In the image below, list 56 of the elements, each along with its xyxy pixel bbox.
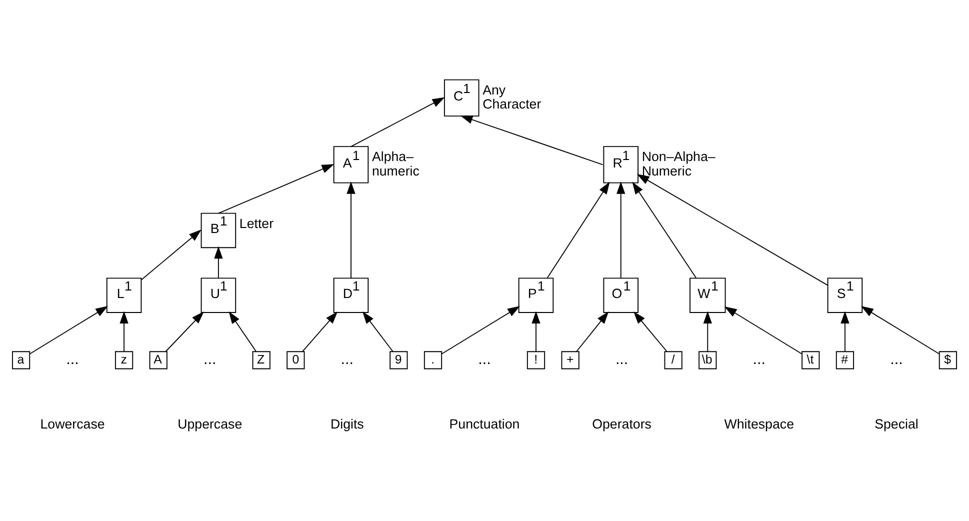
- label: Lowercase: [40, 416, 105, 432]
- arrow: [346, 181, 356, 278]
- label: ...: [340, 350, 354, 368]
- node-box: #: [836, 350, 854, 369]
- node-box: \b: [698, 350, 717, 369]
- node-box: A: [149, 350, 168, 369]
- node-box: z: [114, 350, 134, 369]
- label: ...: [752, 350, 766, 368]
- arrow: [441, 306, 520, 354]
- arrow: [29, 306, 108, 354]
- label: Punctuation: [449, 416, 520, 432]
- node-box: \t: [802, 350, 820, 369]
- arrow: [576, 310, 609, 352]
- node-box: 9: [390, 350, 408, 369]
- node-box: /: [664, 350, 682, 369]
- arrow: [214, 246, 223, 278]
- arrow: [724, 306, 802, 354]
- arrow: [350, 96, 445, 147]
- arrow: [218, 164, 334, 214]
- label: Digits: [330, 416, 364, 432]
- node-label: Non–Alpha– Numeric: [642, 148, 716, 178]
- arrow: [632, 181, 697, 278]
- arrow: [532, 310, 540, 352]
- label: Special: [874, 416, 918, 432]
- node-label: Letter: [239, 215, 274, 230]
- arrow: [120, 310, 128, 352]
- node-box: Z: [252, 350, 270, 369]
- arrow: [228, 310, 257, 352]
- label: Uppercase: [178, 416, 242, 432]
- arrow: [546, 181, 610, 278]
- node-box: 0: [286, 350, 305, 369]
- node-box: a: [12, 350, 30, 369]
- arrow: [703, 310, 712, 352]
- arrow: [634, 310, 668, 352]
- node-box: $: [938, 350, 958, 369]
- arrow: [140, 229, 202, 280]
- arrow: [302, 310, 338, 352]
- label: ...: [478, 350, 491, 368]
- arrow: [165, 311, 204, 352]
- arrow: [362, 310, 394, 352]
- arrow: [636, 174, 828, 286]
- label: ...: [204, 350, 216, 368]
- label: ...: [66, 350, 79, 368]
- node-label: Any Character: [482, 82, 542, 112]
- arrow: [840, 310, 850, 352]
- node-label: Alpha– numeric: [372, 148, 420, 178]
- arrow: [860, 306, 940, 354]
- label: Operators: [592, 416, 652, 432]
- label: Whitespace: [724, 416, 794, 432]
- node-box: +: [561, 350, 580, 369]
- node-box: .: [424, 350, 442, 369]
- node-box: !: [526, 350, 546, 369]
- arrow: [616, 181, 626, 278]
- label: ...: [890, 350, 903, 368]
- label: ...: [615, 350, 628, 368]
- arrow: [460, 115, 604, 165]
